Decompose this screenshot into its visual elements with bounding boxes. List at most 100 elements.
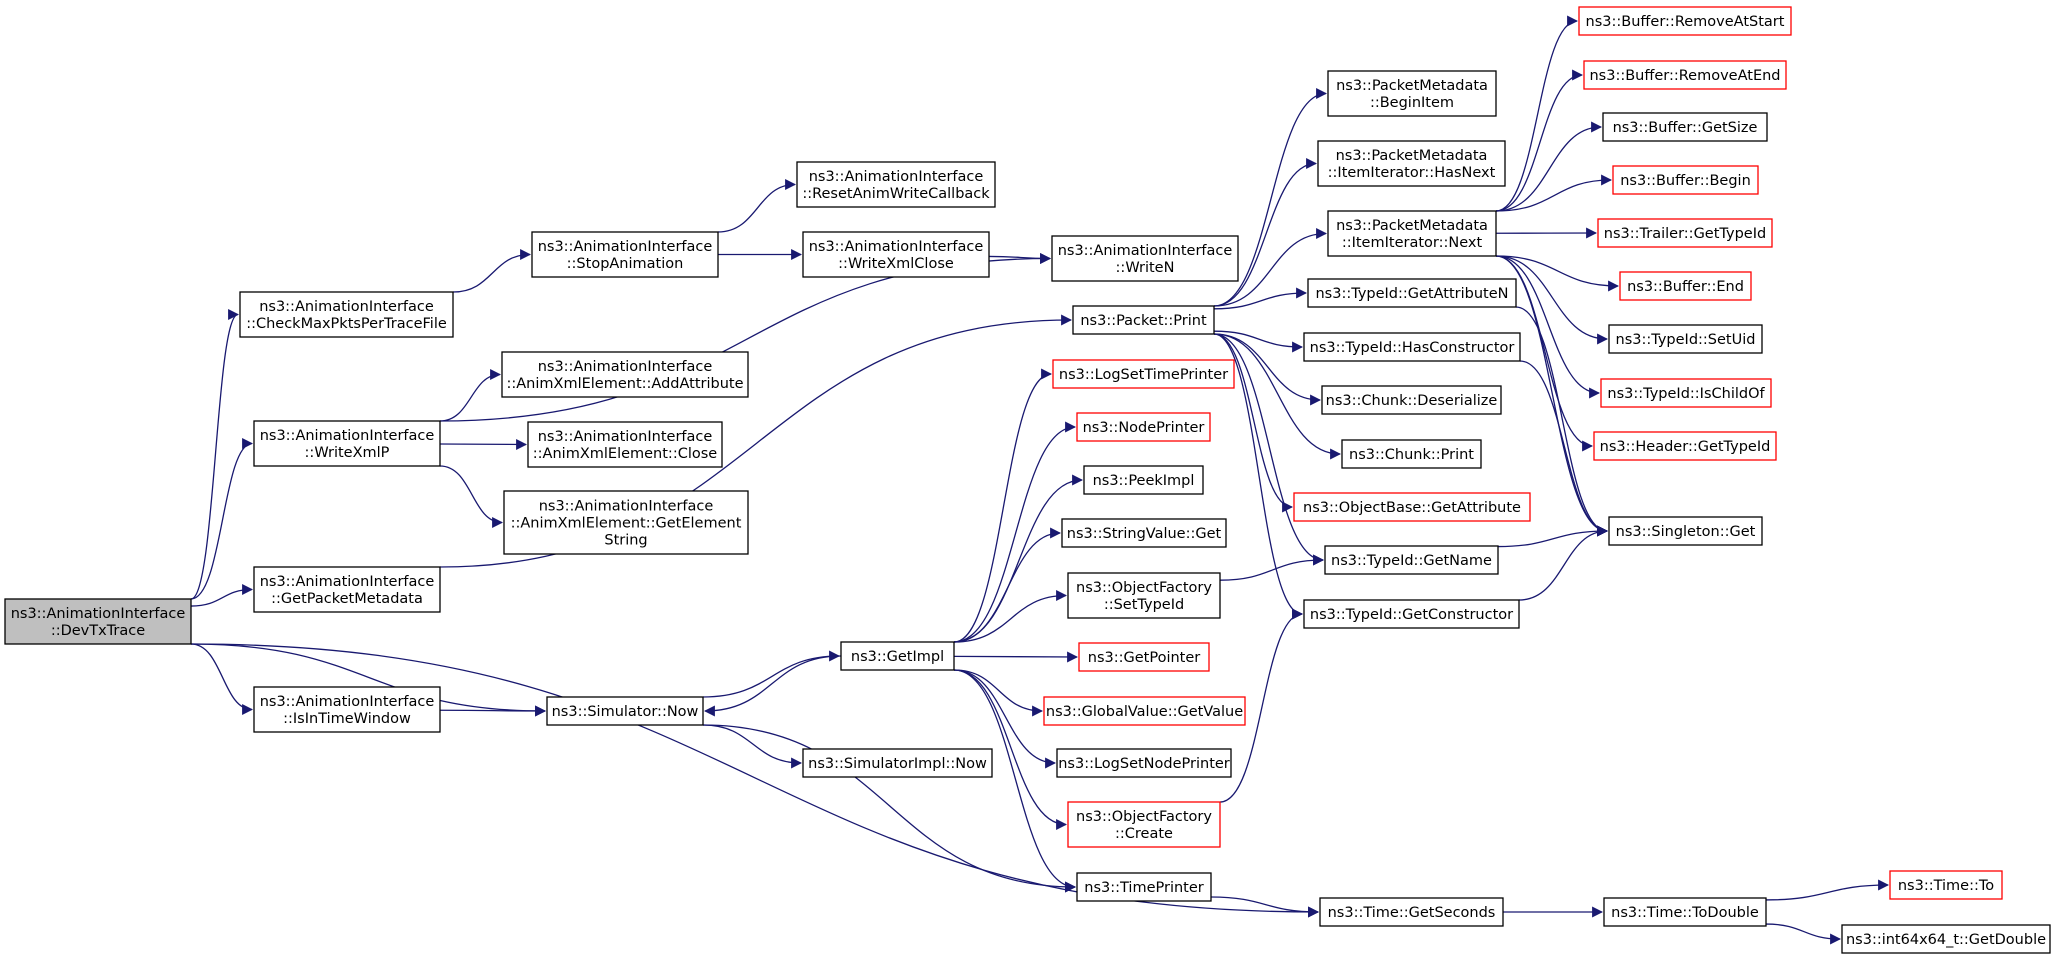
- node-box: [1841, 924, 2051, 954]
- edge-line: [703, 655, 842, 717]
- node-label: ns3::Time::GetSeconds: [1328, 905, 1496, 921]
- edge-line: [953, 421, 1077, 643]
- node-global-value-get-value[interactable]: ns3::GlobalValue::GetValue: [1043, 696, 1246, 726]
- node-axclose[interactable]: ns3::AnimationInterface::AnimXmlElement:…: [527, 421, 723, 468]
- node-label: ::WriteN: [1116, 260, 1175, 276]
- node-box: [1889, 870, 2003, 900]
- node-buf-begin[interactable]: ns3::Buffer::Begin: [1612, 165, 1759, 195]
- edge-get-impl-to-peek-impl: [953, 474, 1084, 643]
- node-tihas-constructor[interactable]: ns3::TypeId::HasConstructor: [1303, 332, 1521, 362]
- node-tiset-uid[interactable]: ns3::TypeId::SetUid: [1608, 324, 1763, 354]
- edge-pmnext-to-buf-remove-at-start: [1495, 15, 1579, 212]
- node-peek-impl[interactable]: ns3::PeekImpl: [1083, 465, 1204, 495]
- node-buf-get-size[interactable]: ns3::Buffer::GetSize: [1602, 112, 1768, 142]
- edge-check-max-pkts-to-stop-animation: [452, 249, 532, 293]
- node-write-xml-p[interactable]: ns3::AnimationInterface::WriteXmlP: [253, 420, 441, 467]
- node-label: ns3::ObjectBase::GetAttribute: [1303, 500, 1521, 516]
- node-label: ns3::Chunk::Print: [1349, 447, 1474, 463]
- edge-packet-print-to-tiget-constructor: [1213, 333, 1304, 620]
- node-tiis-child-of[interactable]: ns3::TypeId::IsChildOf: [1600, 378, 1772, 408]
- node-label: ns3::ObjectFactory: [1076, 580, 1212, 596]
- node-simulator-impl-now[interactable]: ns3::SimulatorImpl::Now: [802, 748, 993, 778]
- node-log-set-node-printer[interactable]: ns3::LogSetNodePrinter: [1056, 748, 1232, 778]
- node-label: ns3::GetPointer: [1088, 650, 1201, 666]
- node-pmhas-next[interactable]: ns3::PacketMetadata::ItemIterator::HasNe…: [1317, 140, 1506, 187]
- node-get-impl[interactable]: ns3::GetImpl: [840, 641, 955, 671]
- node-label: ::GetPacketMetadata: [271, 591, 423, 607]
- node-header-get-type-id[interactable]: ns3::Header::GetTypeId: [1593, 431, 1777, 461]
- node-log-set-time-printer[interactable]: ns3::LogSetTimePrinter: [1052, 359, 1235, 389]
- edge-line: [1213, 333, 1342, 460]
- edge-line: [1495, 255, 1609, 345]
- node-time-to-double[interactable]: ns3::Time::ToDouble: [1603, 897, 1767, 927]
- node-write-xml-close[interactable]: ns3::AnimationInterface::WriteXmlClose: [802, 231, 990, 278]
- node-get-element-string[interactable]: ns3::AnimationInterface::AnimXmlElement:…: [503, 490, 749, 555]
- node-label: ns3::Packet::Print: [1080, 313, 1207, 329]
- node-pmnext[interactable]: ns3::PacketMetadata::ItemIterator::Next: [1327, 210, 1497, 257]
- edge-line: [953, 669, 1068, 830]
- node-time-to[interactable]: ns3::Time::To: [1889, 870, 2003, 900]
- edge-get-impl-to-simulator-now: [703, 655, 842, 717]
- node-reset-anim-write[interactable]: ns3::AnimationInterface::ResetAnimWriteC…: [796, 161, 996, 208]
- node-label: ns3::AnimationInterface: [809, 239, 984, 255]
- edge-time-to-double-to-get-double: [1765, 923, 1842, 945]
- node-tiget-attribute-n[interactable]: ns3::TypeId::GetAttributeN: [1307, 278, 1517, 308]
- edge-line: [1213, 158, 1318, 307]
- node-label: ns3::StringValue::Get: [1067, 526, 1222, 542]
- node-label: ns3::Buffer::RemoveAtEnd: [1589, 68, 1780, 84]
- node-buf-remove-at-start[interactable]: ns3::Buffer::RemoveAtStart: [1578, 6, 1792, 36]
- node-simulator-now[interactable]: ns3::Simulator::Now: [546, 696, 704, 726]
- edge-line: [439, 438, 528, 450]
- node-chunk-print[interactable]: ns3::Chunk::Print: [1341, 439, 1482, 469]
- node-label: ::WriteXmlP: [305, 445, 390, 461]
- node-buf-end[interactable]: ns3::Buffer::End: [1619, 271, 1752, 301]
- node-buf-remove-at-end[interactable]: ns3::Buffer::RemoveAtEnd: [1583, 60, 1787, 90]
- edge-simulator-now-to-get-impl: [702, 650, 841, 698]
- node-add-attribute[interactable]: ns3::AnimationInterface::AnimXmlElement:…: [501, 351, 749, 398]
- node-box: [1608, 324, 1763, 354]
- node-time-printer[interactable]: ns3::TimePrinter: [1076, 872, 1212, 902]
- node-ofset-type-id[interactable]: ns3::ObjectFactory::SetTypeId: [1067, 572, 1221, 619]
- node-pmbegin-item[interactable]: ns3::PacketMetadata::BeginItem: [1327, 70, 1497, 117]
- edge-line: [953, 474, 1084, 643]
- node-label: ::ItemIterator::HasNext: [1328, 165, 1496, 181]
- node-box: [1303, 599, 1520, 629]
- node-box: [1061, 518, 1227, 548]
- node-ofcreate[interactable]: ns3::ObjectFactory::Create: [1067, 801, 1221, 848]
- node-singleton-get[interactable]: ns3::Singleton::Get: [1608, 516, 1763, 546]
- node-label: ns3::TypeId::GetAttributeN: [1315, 286, 1508, 302]
- node-tiget-name[interactable]: ns3::TypeId::GetName: [1324, 545, 1499, 575]
- node-label: ns3::TimePrinter: [1084, 880, 1204, 896]
- node-label: ns3::PacketMetadata: [1336, 148, 1488, 164]
- edge-line: [190, 309, 240, 600]
- edge-line: [1515, 306, 1609, 537]
- node-label: ::AnimXmlElement::GetElement: [511, 516, 742, 532]
- node-box: [1051, 235, 1239, 282]
- node-dev-tx-trace[interactable]: ns3::AnimationInterface::DevTxTrace: [4, 598, 192, 645]
- node-label: ns3::AnimationInterface: [538, 239, 713, 255]
- node-get-double[interactable]: ns3::int64x64_t::GetDouble: [1841, 924, 2051, 954]
- edge-packet-print-to-tiget-attribute-n: [1213, 287, 1308, 310]
- node-obget-attribute[interactable]: ns3::ObjectBase::GetAttribute: [1293, 492, 1531, 522]
- node-trailer-get-type-id[interactable]: ns3::Trailer::GetTypeId: [1597, 218, 1773, 248]
- edge-line: [1213, 228, 1328, 307]
- node-time-get-seconds[interactable]: ns3::Time::GetSeconds: [1319, 897, 1504, 927]
- node-box: [501, 351, 749, 398]
- edge-pmnext-to-buf-begin: [1495, 174, 1613, 212]
- node-get-packet-metadata[interactable]: ns3::AnimationInterface::GetPacketMetada…: [253, 566, 441, 613]
- node-label: ::WriteXmlClose: [838, 256, 954, 272]
- node-stop-animation[interactable]: ns3::AnimationInterface::StopAnimation: [531, 231, 719, 278]
- node-tiget-constructor[interactable]: ns3::TypeId::GetConstructor: [1303, 599, 1520, 629]
- node-check-max-pkts[interactable]: ns3::AnimationInterface::CheckMaxPktsPer…: [239, 291, 454, 338]
- node-get-pointer[interactable]: ns3::GetPointer: [1078, 642, 1210, 672]
- node-string-value-get[interactable]: ns3::StringValue::Get: [1061, 518, 1227, 548]
- node-write-n[interactable]: ns3::AnimationInterface::WriteN: [1051, 235, 1239, 282]
- edge-line: [1497, 525, 1609, 548]
- node-box: [1319, 897, 1504, 927]
- node-box: [1067, 801, 1221, 848]
- node-chunk-deserialize[interactable]: ns3::Chunk::Deserialize: [1321, 385, 1502, 415]
- node-is-in-time-window[interactable]: ns3::AnimationInterface::IsInTimeWindow: [253, 686, 441, 733]
- node-node-printer[interactable]: ns3::NodePrinter: [1076, 412, 1211, 442]
- node-packet-print[interactable]: ns3::Packet::Print: [1072, 305, 1215, 335]
